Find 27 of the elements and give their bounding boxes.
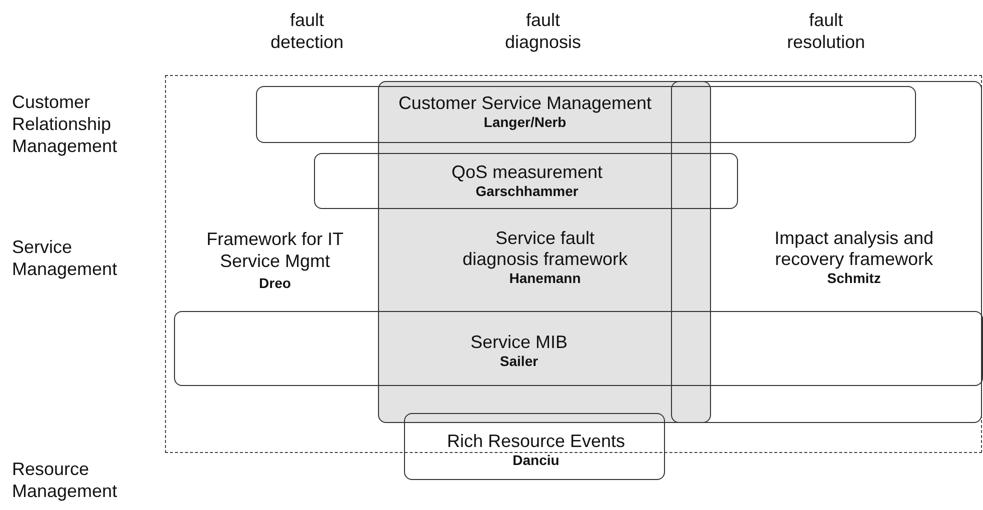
- author-name: Hanemann: [508, 270, 582, 287]
- rounded-box: [174, 311, 983, 386]
- author-name: Langer/Nerb: [482, 114, 568, 131]
- box-title: Customer Service Management: [397, 93, 653, 114]
- shaded-column-box: [378, 81, 711, 423]
- dashed-region-box: [165, 75, 982, 453]
- row-header: Customer Relationship Management: [12, 91, 118, 157]
- box-title: Service fault diagnosis framework: [461, 228, 629, 270]
- rounded-box: [404, 413, 665, 480]
- author-name: Schmitz: [826, 270, 882, 287]
- rounded-box: [314, 153, 738, 209]
- row-header: Resource Management: [12, 458, 118, 502]
- column-header: fault diagnosis: [504, 9, 582, 53]
- author-name: Danciu: [512, 452, 560, 469]
- author-name: Sailer: [498, 353, 540, 370]
- column-header: fault resolution: [786, 9, 866, 53]
- box-title: Service MIB: [469, 332, 569, 353]
- rounded-box: [256, 86, 916, 143]
- row-header: Service Management: [12, 236, 118, 280]
- box-title: QoS measurement: [450, 162, 604, 183]
- box-title: Rich Resource Events: [446, 431, 626, 452]
- rounded-box: [671, 81, 982, 423]
- column-header: fault detection: [269, 9, 345, 53]
- box-title: Impact analysis and recovery framework: [773, 228, 935, 270]
- framework-label: Framework for IT Service Mgmt: [205, 228, 344, 272]
- author-name: Garschhammer: [474, 183, 580, 200]
- author-name: Dreo: [258, 274, 292, 293]
